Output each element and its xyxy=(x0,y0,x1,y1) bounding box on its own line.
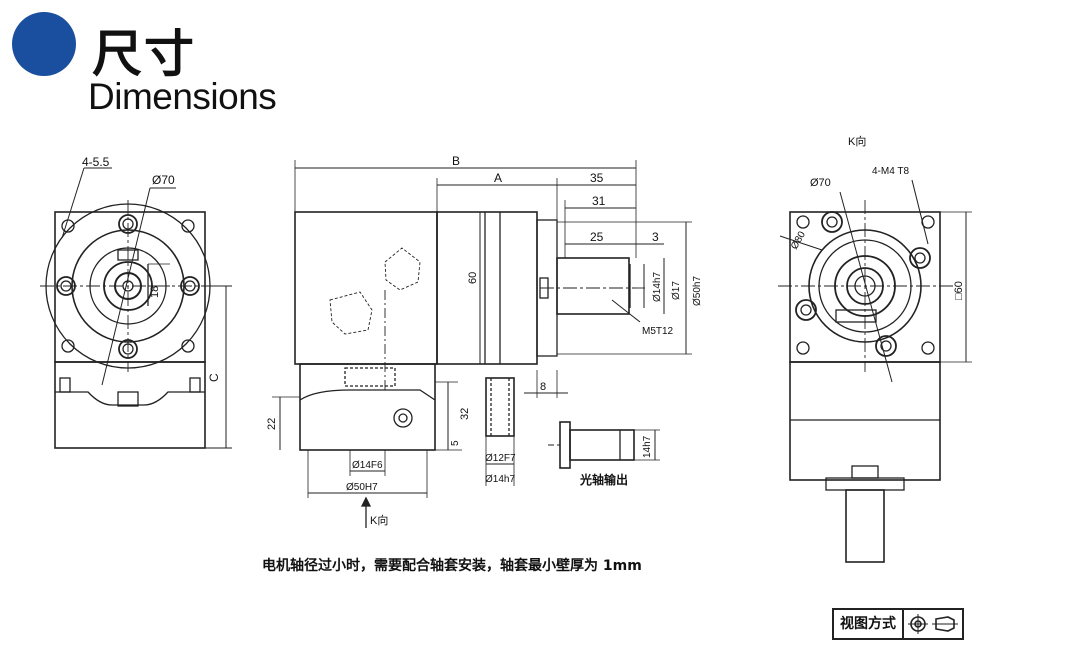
side-view xyxy=(272,160,692,528)
k-view xyxy=(778,179,972,563)
dim-b: B xyxy=(452,154,460,168)
shaft-sleeve xyxy=(485,377,515,486)
front-hole-label: 4-5.5 xyxy=(82,155,110,169)
k-view-thread: 4-M4 T8 xyxy=(872,166,909,177)
dim-5: 5 xyxy=(450,440,461,446)
projection-symbol-icon xyxy=(904,610,962,638)
dim-8: 8 xyxy=(540,381,546,393)
front-key-label: 18 xyxy=(149,286,161,298)
dim-pilot-50h7: Ø50h7 xyxy=(692,276,703,306)
dim-31: 31 xyxy=(592,194,606,208)
projection-box: 视图方式 xyxy=(832,608,964,640)
shaft-out-dia: 14h7 xyxy=(642,435,653,458)
k-view-square: □60 xyxy=(953,281,965,300)
thread-m5t12: M5T12 xyxy=(642,326,674,337)
k-view-pcd: Ø70 xyxy=(810,177,831,189)
shaft-out-caption: 光轴输出 xyxy=(579,472,628,487)
dim-a: A xyxy=(494,171,502,185)
sleeve-bore: Ø12F7 xyxy=(485,453,516,464)
dim-32: 32 xyxy=(459,408,471,420)
projection-label: 视图方式 xyxy=(834,610,904,638)
dim-25: 25 xyxy=(590,230,604,244)
dim-shaft-17: Ø17 xyxy=(671,281,682,300)
bore-14f6: Ø14F6 xyxy=(352,460,383,471)
k-view-80: Ø80 xyxy=(789,229,808,251)
dim-35: 35 xyxy=(590,171,604,185)
page-title-en: Dimensions xyxy=(88,76,277,117)
k-direction-arrow-label: K向 xyxy=(370,513,388,527)
dim-22: 22 xyxy=(266,418,278,430)
dim-3: 3 xyxy=(652,230,659,244)
front-view xyxy=(40,167,232,449)
dim-60: 60 xyxy=(467,272,479,284)
front-height-label: C xyxy=(207,373,221,382)
page-title-cn: 尺寸 xyxy=(92,25,196,83)
header-bullet xyxy=(12,12,76,76)
installation-note: 电机轴径过小时，需要配合轴套安装，轴套最小壁厚为 1mm xyxy=(262,558,642,574)
sleeve-outer: Ø14h7 xyxy=(485,474,515,485)
bore-50h7: Ø50H7 xyxy=(346,482,378,493)
front-pcd-label: Ø70 xyxy=(152,173,175,187)
dim-shaft-14h7: Ø14h7 xyxy=(652,272,663,302)
k-view-title: K向 xyxy=(848,134,866,148)
plain-shaft-output xyxy=(548,421,660,469)
